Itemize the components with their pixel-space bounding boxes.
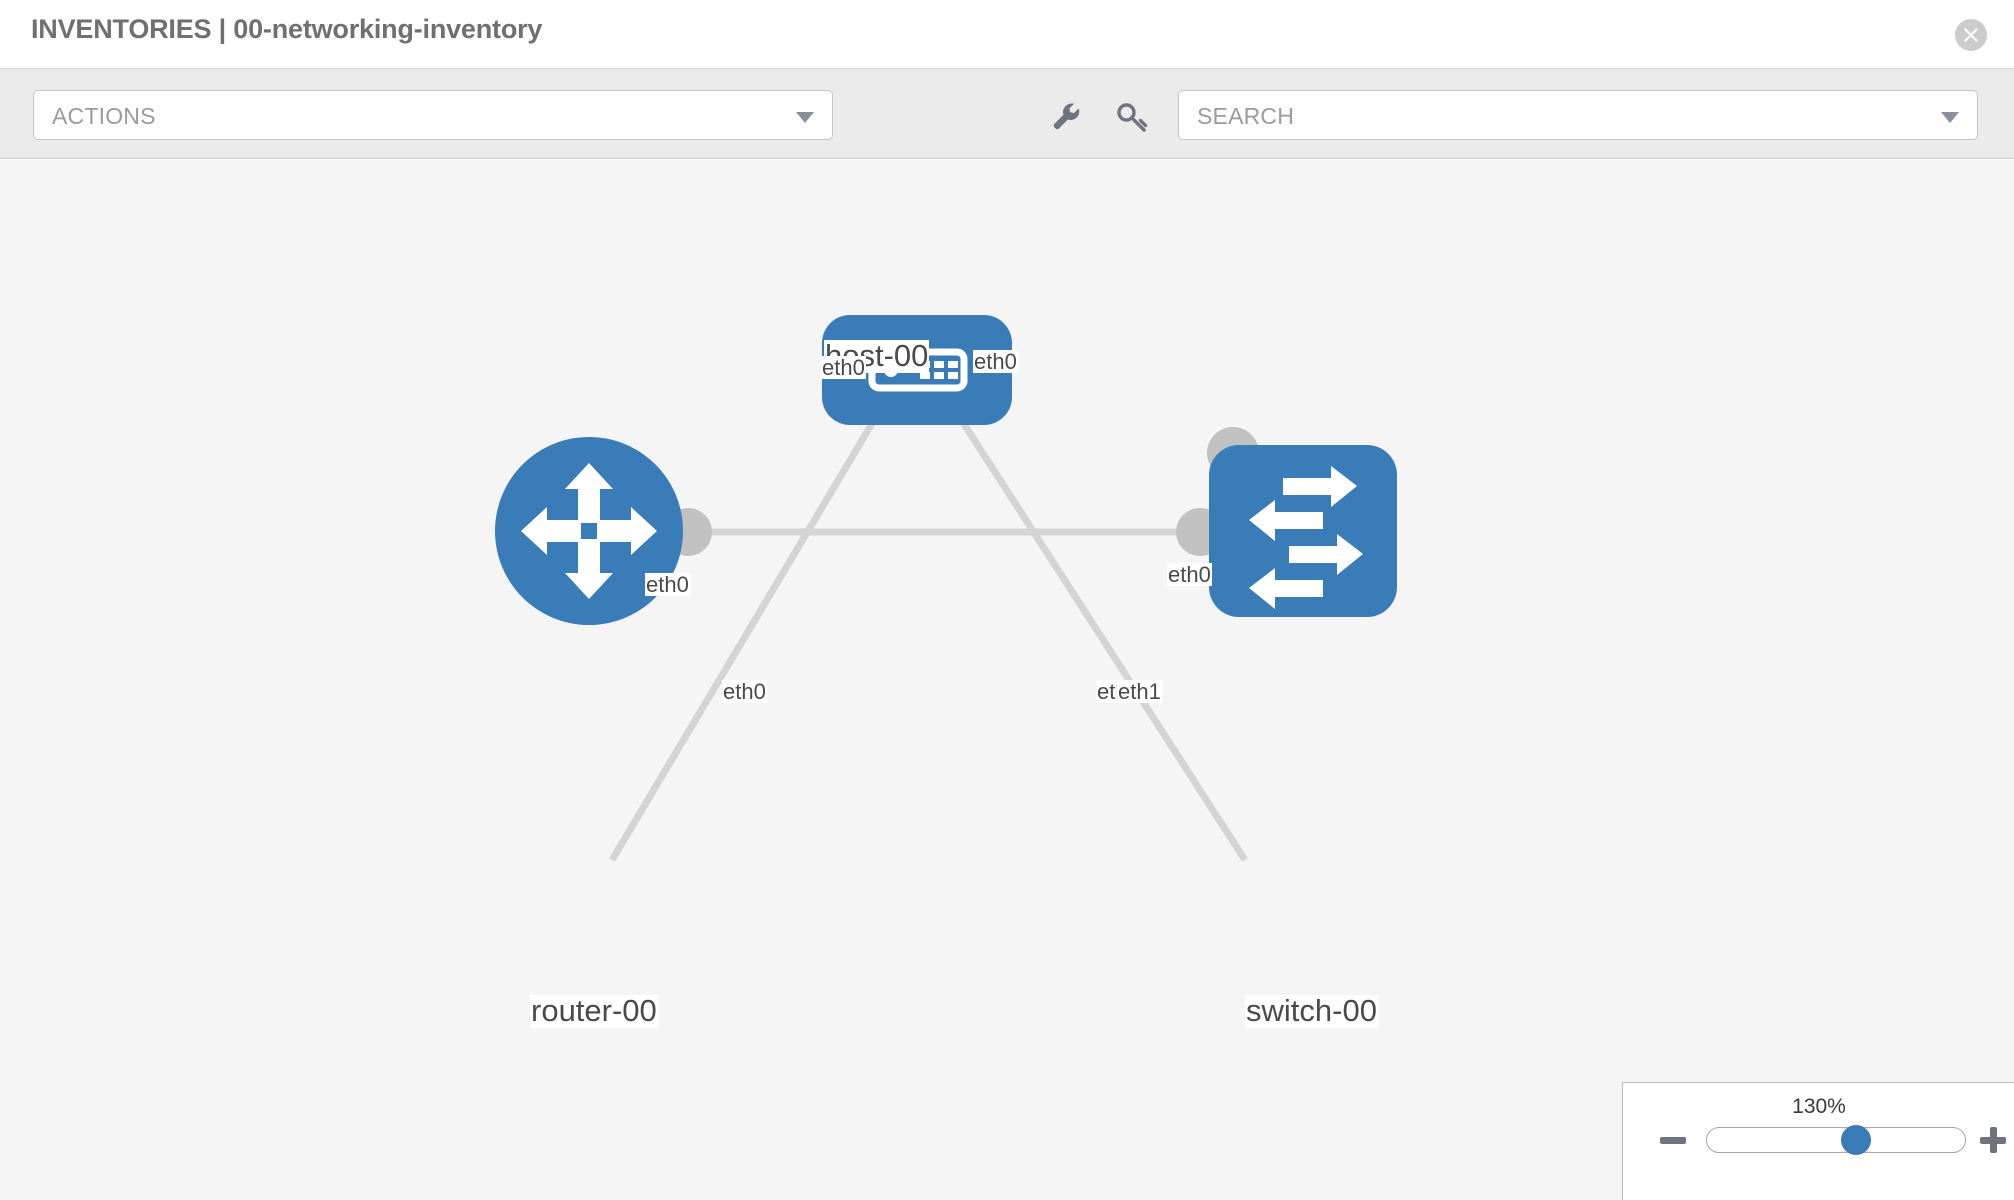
interface-label-switch-up: eth0 <box>1167 562 1212 587</box>
interface-label-host-right: eth0 <box>973 349 1018 374</box>
actions-dropdown[interactable]: ACTIONS <box>33 90 833 140</box>
zoom-slider-track[interactable] <box>1706 1127 1966 1153</box>
router-arrows-icon <box>521 463 657 599</box>
node-label-router-00: router-00 <box>530 993 658 1028</box>
toolbar: ACTIONS SEARCH <box>0 69 2014 159</box>
interface-label-router-up: eth0 <box>645 572 690 597</box>
topology-graph <box>495 315 1397 862</box>
link-host-switch <box>952 408 1248 862</box>
zoom-slider-thumb[interactable] <box>1841 1125 1871 1155</box>
key-icon[interactable] <box>1114 99 1150 135</box>
chevron-down-icon[interactable] <box>1941 112 1959 123</box>
page-title: INVENTORIES | 00-networking-inventory <box>31 14 543 44</box>
page-header: INVENTORIES | 00-networking-inventory <box>0 0 2014 69</box>
search-placeholder: SEARCH <box>1197 103 1295 129</box>
zoom-percent-label: 130% <box>1792 1095 1846 1118</box>
switch-arrows-icon <box>1249 466 1363 609</box>
topology-canvas[interactable]: host-00 eth0 eth0 eth0 eth0 eth0 eth0 et… <box>0 160 2014 1200</box>
interface-label-switch-left-b: eth1 <box>1117 679 1162 704</box>
actions-dropdown-label: ACTIONS <box>52 103 156 129</box>
zoom-control-panel: 130% <box>1622 1082 2014 1200</box>
plus-icon[interactable] <box>1980 1127 2006 1153</box>
search-input[interactable]: SEARCH <box>1178 90 1978 140</box>
node-label-switch-00: switch-00 <box>1245 993 1378 1028</box>
node-router-00[interactable] <box>495 437 683 625</box>
interface-label-host-left: eth0 <box>821 355 866 380</box>
interface-label-router-right: eth0 <box>722 679 767 704</box>
node-switch-00[interactable] <box>1209 445 1397 617</box>
wrench-icon[interactable] <box>1047 99 1083 135</box>
close-icon[interactable] <box>1955 19 1987 51</box>
minus-icon[interactable] <box>1660 1137 1686 1144</box>
link-host-router <box>608 408 884 862</box>
chevron-down-icon <box>796 112 814 123</box>
